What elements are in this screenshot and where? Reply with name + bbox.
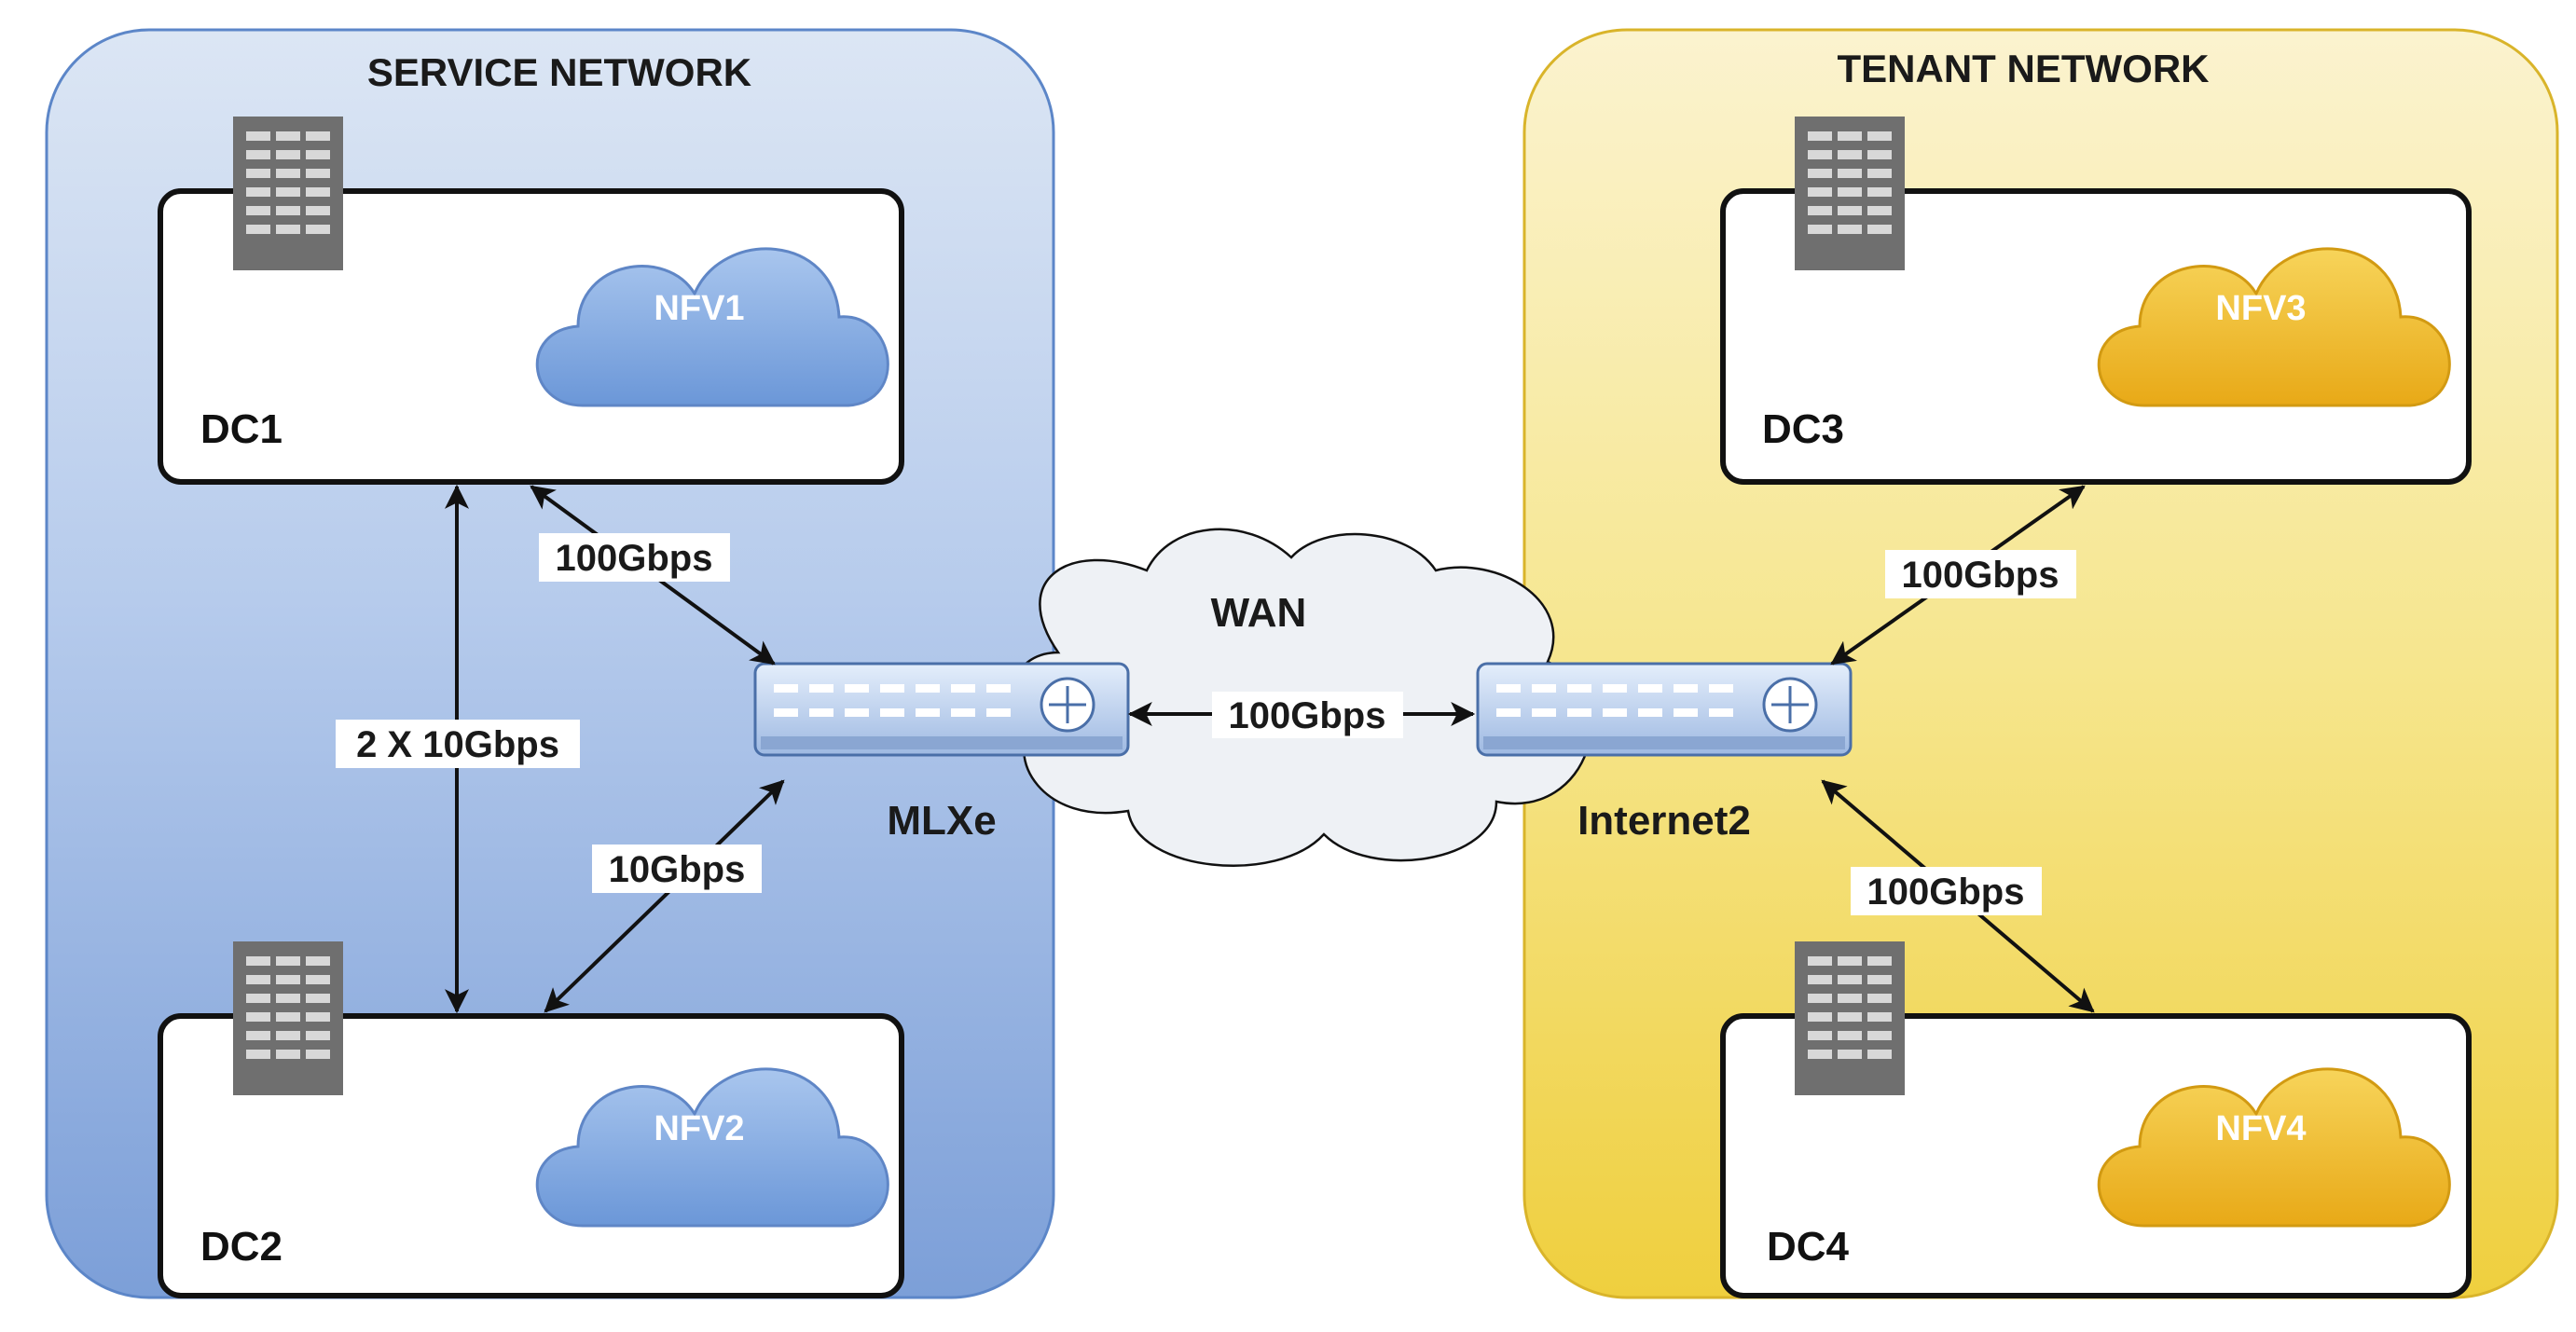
nfv1-cloud: NFV1 xyxy=(535,247,889,407)
building-icon xyxy=(233,117,343,270)
link-label-internet2-dc4: 100Gbps xyxy=(1867,872,2025,913)
dc4-label: DC4 xyxy=(1767,1224,1850,1270)
dc3-label: DC3 xyxy=(1762,406,1844,452)
label-bg xyxy=(1885,550,2076,598)
label-bg xyxy=(1212,692,1403,738)
building-icon xyxy=(1795,941,1905,1095)
label-bg xyxy=(1851,867,2042,915)
label-bg xyxy=(592,845,762,893)
nfv3-label: NFV3 xyxy=(2215,289,2306,328)
link-label-internet2-dc3: 100Gbps xyxy=(1902,555,2059,596)
dc1-label: DC1 xyxy=(200,406,282,452)
label-bg xyxy=(539,533,730,582)
nfv3-cloud: NFV3 xyxy=(2097,247,2451,407)
nfv2-label: NFV2 xyxy=(654,1109,744,1148)
link-label-dc1-dc2: 2 X 10Gbps xyxy=(356,724,559,765)
mlxe-label: MLXe xyxy=(887,798,996,844)
dc2-label: DC2 xyxy=(200,1224,282,1270)
nfv4-cloud: NFV4 xyxy=(2097,1067,2451,1228)
link-label-dc2-mlxe: 10Gbps xyxy=(609,849,746,890)
building-icon xyxy=(233,941,343,1095)
internet2-label: Internet2 xyxy=(1577,798,1751,844)
wan-label: WAN xyxy=(1211,590,1307,636)
internet2-router xyxy=(1476,662,1853,757)
link-dc2-mlxe xyxy=(544,779,785,1013)
tenant-network-title: TENANT NETWORK xyxy=(1838,47,2210,90)
link-label-mlxe-internet2: 100Gbps xyxy=(1229,695,1386,736)
service-network-title: SERVICE NETWORK xyxy=(367,50,751,94)
building-icon xyxy=(1795,117,1905,270)
nfv1-label: NFV1 xyxy=(654,289,744,328)
link-label-dc1-mlxe: 100Gbps xyxy=(556,538,713,579)
label-bg xyxy=(336,720,580,768)
nfv2-cloud: NFV2 xyxy=(535,1067,889,1228)
nfv4-label: NFV4 xyxy=(2215,1109,2306,1148)
mlxe-router xyxy=(753,662,1130,757)
